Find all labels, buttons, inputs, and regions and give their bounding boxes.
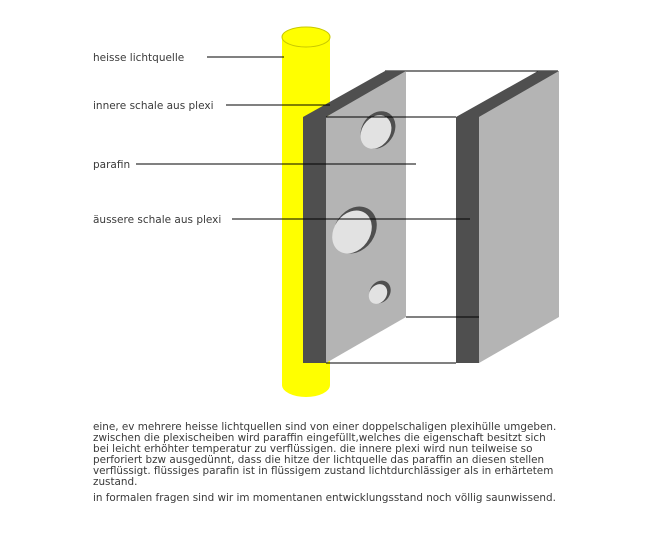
label-light-source: heisse lichtquelle <box>93 52 184 64</box>
perforations <box>332 111 396 304</box>
label-outer-shell: äussere schale aus plexi <box>93 214 221 226</box>
description-paragraph-1: eine, ev mehrere heisse lichtquellen sin… <box>93 421 557 488</box>
label-paraffin: parafin <box>93 159 130 171</box>
leader-lines <box>136 56 470 220</box>
left-panel <box>303 71 406 363</box>
perforation-top <box>360 115 392 149</box>
description-paragraph-2: in formalen fragen sind wir im momentane… <box>93 492 556 504</box>
description-text: eine, ev mehrere heisse lichtquellen sin… <box>93 422 563 509</box>
right-panel <box>456 71 559 363</box>
left-panel-front-edge <box>303 117 326 363</box>
box-wireframe <box>326 116 479 364</box>
perforation-middle <box>332 210 372 254</box>
light-tube-bottom <box>282 373 330 397</box>
label-inner-shell: innere schale aus plexi <box>93 100 214 112</box>
right-panel-front-edge <box>456 117 479 363</box>
light-tube-top <box>281 26 331 48</box>
perforation-bottom <box>368 284 388 304</box>
right-panel-top-edge <box>456 71 559 117</box>
paraffin-lamp-diagram: heisse lichtquelle innere schale aus ple… <box>93 26 559 397</box>
right-panel-face <box>479 71 559 363</box>
